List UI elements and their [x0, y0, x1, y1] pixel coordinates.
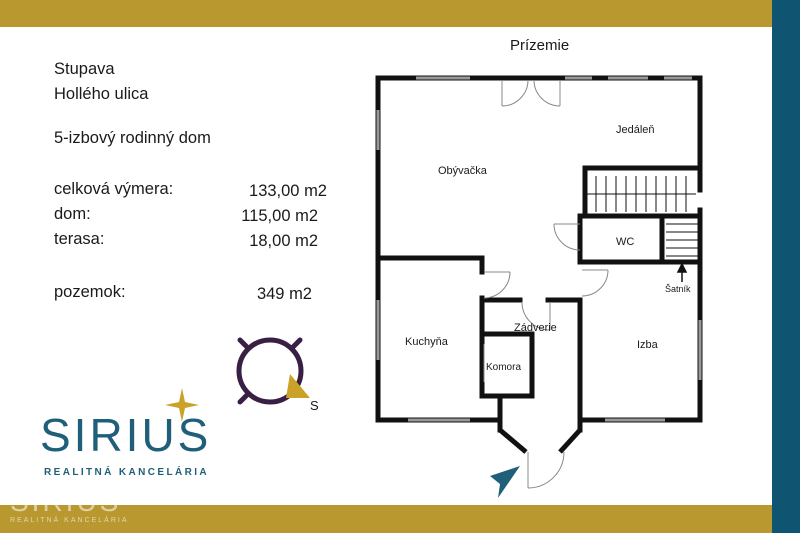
star-icon — [165, 388, 199, 422]
room-wc: WC — [616, 236, 634, 248]
area-label-house: dom: — [54, 205, 91, 223]
room-wardrobe: Šatník — [665, 284, 691, 294]
area-label-terrace: terasa: — [54, 230, 105, 248]
room-pantry: Komora — [486, 362, 521, 373]
room-kitchen: Kuchyňa — [405, 336, 449, 348]
entrance-arrow-icon — [490, 466, 520, 498]
compass-needle-icon — [286, 374, 310, 398]
right-navy-band — [772, 0, 800, 533]
property-type: 5-izbový rodinný dom — [54, 129, 211, 147]
top-gold-band — [0, 0, 772, 27]
brand-logo-name: SIRIUS — [40, 409, 212, 461]
area-value-house: 115,00 m2 — [241, 207, 318, 225]
floor-plan: Prízemie Obývačka Jedáleň WC Šatník Kuch… — [375, 37, 703, 498]
plot-value: 349 m2 — [256, 285, 312, 303]
brand-logo-tagline: REALITNÁ KANCELÁRIA — [44, 467, 210, 478]
compass-icon: S — [236, 337, 319, 413]
room-living: Obývačka — [438, 165, 488, 177]
compass-direction: S — [310, 398, 319, 413]
floor-title: Prízemie — [510, 37, 569, 54]
area-value-total: 133,00 m2 — [249, 182, 327, 200]
watermark-name: SIRIUS — [10, 486, 122, 517]
bottom-gold-band — [0, 505, 772, 533]
watermark-tagline: REALITNÁ KANCELÁRIA — [10, 517, 129, 524]
area-label-total: celková výmera: — [54, 180, 174, 198]
address-street: Hollého ulica — [54, 85, 149, 103]
room-izba: Izba — [637, 339, 659, 351]
room-hall: Zádverie — [514, 322, 557, 334]
area-value-terrace: 18,00 m2 — [249, 232, 318, 250]
room-dining: Jedáleň — [616, 124, 655, 136]
plot-label: pozemok: — [54, 283, 126, 301]
compass-ring — [236, 337, 304, 405]
address-city: Stupava — [54, 60, 115, 78]
